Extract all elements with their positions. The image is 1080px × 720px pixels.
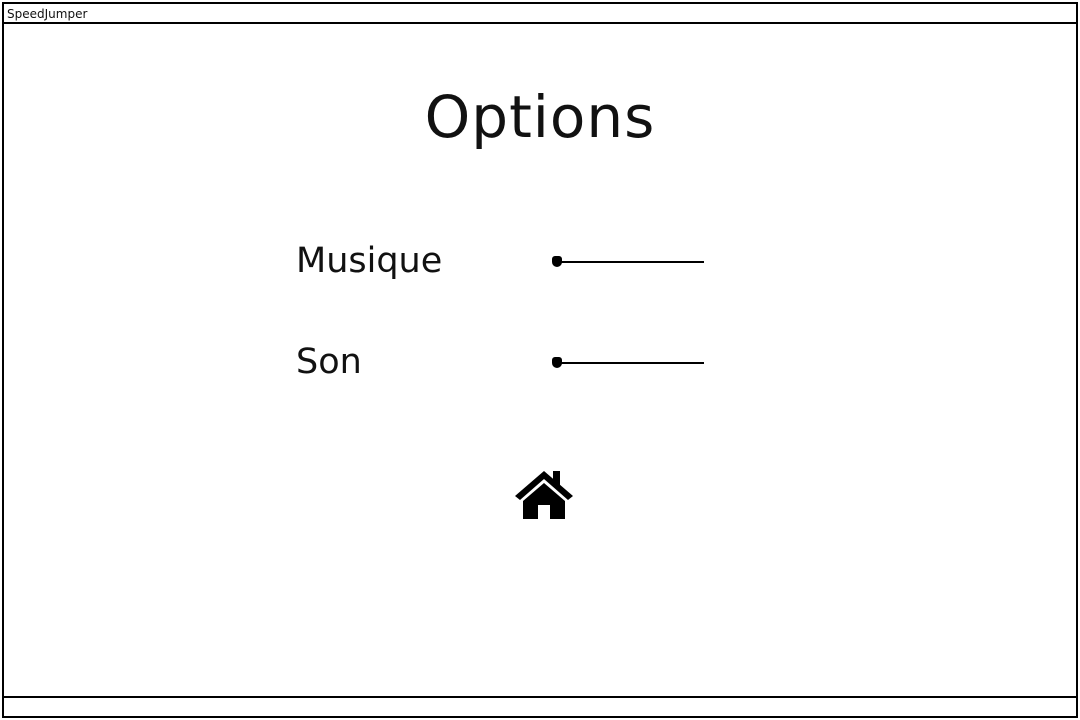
home-icon [515, 471, 573, 519]
sound-volume-slider[interactable] [552, 357, 704, 369]
home-button[interactable] [513, 469, 575, 521]
music-label: Musique [296, 241, 443, 281]
slider-track [556, 261, 704, 263]
slider-track [556, 362, 704, 364]
slider-thumb[interactable] [552, 357, 562, 368]
page-title: Options [424, 83, 656, 151]
title-bar: SpeedJumper [4, 4, 1076, 24]
music-volume-slider[interactable] [552, 256, 704, 268]
status-bar [4, 696, 1076, 716]
slider-thumb[interactable] [552, 256, 562, 267]
sound-label: Son [296, 342, 362, 382]
window-title: SpeedJumper [7, 7, 88, 21]
